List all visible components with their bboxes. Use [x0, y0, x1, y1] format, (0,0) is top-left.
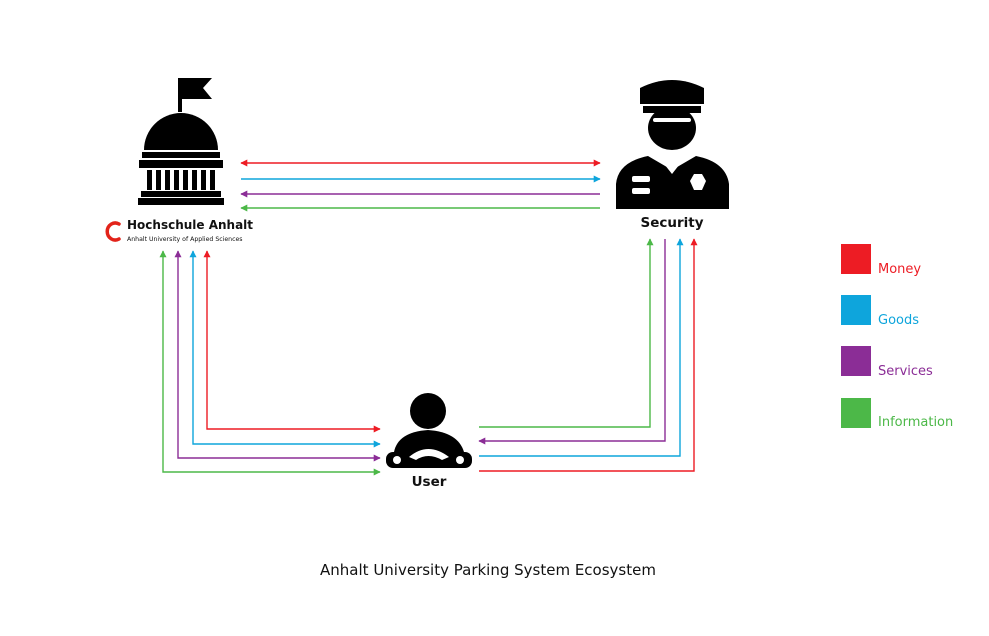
government-building-icon — [138, 78, 224, 205]
university-subtitle: Anhalt University of Applied Sciences — [127, 236, 243, 243]
flow-information-user-to-security — [479, 238, 654, 428]
university-name: Hochschule Anhalt — [127, 218, 253, 232]
flows-university-user — [159, 250, 381, 476]
flows-university-security — [240, 159, 601, 212]
legend-label-information: Information — [878, 415, 953, 430]
legend: Money Goods Services Information — [841, 244, 953, 430]
security-node: Security — [616, 80, 729, 231]
security-guard-icon — [616, 80, 729, 209]
flow-services-university-user — [174, 250, 381, 462]
flow-goods-university-user — [189, 250, 381, 448]
legend-item-goods: Goods — [841, 295, 919, 328]
steering-wheel-details — [393, 449, 464, 464]
brand-logo-mark — [105, 221, 121, 242]
legend-label-services: Services — [878, 364, 933, 379]
legend-item-services: Services — [841, 346, 933, 379]
flows-user-security — [478, 238, 698, 472]
user-label: User — [412, 474, 447, 490]
legend-label-goods: Goods — [878, 313, 919, 328]
diagram-caption: Anhalt University Parking System Ecosyst… — [320, 561, 656, 579]
legend-swatch-money — [841, 244, 871, 274]
flow-money-university-user — [203, 250, 381, 433]
user-node: User — [386, 393, 472, 490]
flow-goods-user-to-security — [479, 238, 684, 457]
flow-money-user-to-security — [479, 238, 698, 472]
hochschule-logo: Hochschule Anhalt Anhalt University of A… — [105, 218, 253, 243]
uniform-details — [632, 118, 706, 194]
legend-swatch-information — [841, 398, 871, 428]
legend-item-money: Money — [841, 244, 921, 277]
legend-swatch-services — [841, 346, 871, 376]
university-node: Hochschule Anhalt Anhalt University of A… — [105, 78, 253, 243]
legend-label-money: Money — [878, 262, 921, 277]
security-label: Security — [640, 215, 703, 231]
legend-item-information: Information — [841, 398, 953, 430]
flow-services-security-to-user — [478, 239, 666, 445]
flow-information-university-user — [159, 250, 381, 476]
legend-swatch-goods — [841, 295, 871, 325]
car-driver-icon — [386, 393, 472, 468]
